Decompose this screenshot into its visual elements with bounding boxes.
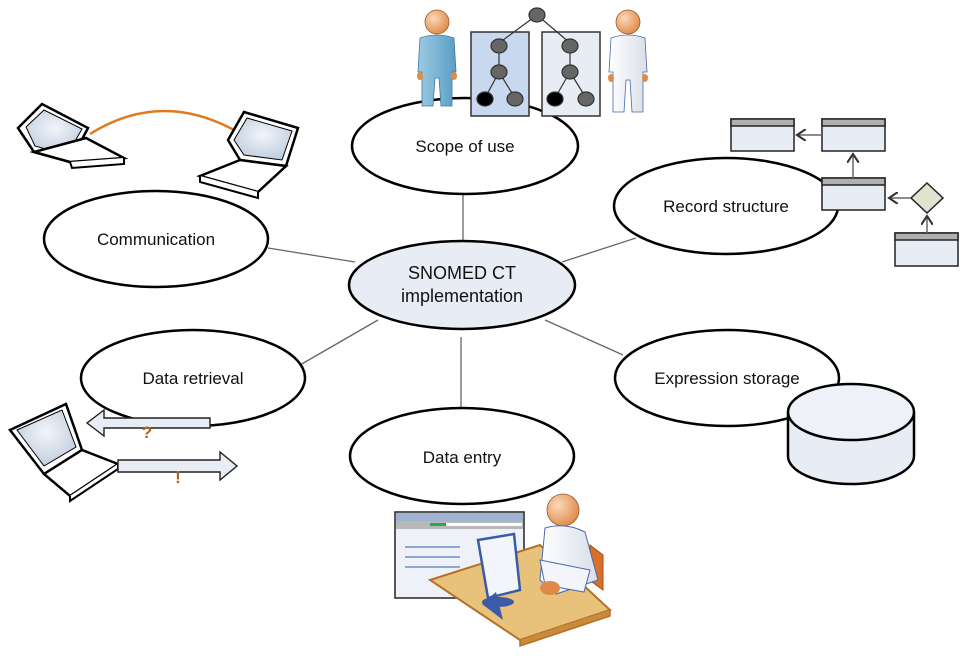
node-entry-label: Data entry — [423, 448, 502, 467]
person-white-icon — [608, 9, 648, 113]
data-entry-illustration — [394, 493, 612, 648]
connector-communication — [267, 247, 356, 263]
node-retrieval[interactable]: Data retrieval — [79, 328, 307, 428]
connector-storage — [544, 319, 624, 356]
laptop-icon — [8, 402, 121, 503]
node-communication[interactable]: Communication — [42, 189, 270, 289]
communication-illustration — [16, 102, 300, 200]
database-icon — [786, 382, 916, 486]
uml-diamond — [909, 181, 945, 215]
node-record[interactable]: Record structure — [612, 156, 840, 256]
center-label-line2: implementation — [401, 286, 523, 306]
uml-class-box — [894, 232, 959, 267]
person-blue-icon — [417, 9, 457, 107]
uml-class-box — [821, 177, 886, 211]
node-scope-label: Scope of use — [415, 137, 514, 156]
node-communication-label: Communication — [97, 230, 215, 249]
connector-record — [561, 237, 637, 263]
node-storage[interactable]: Expression storage — [613, 328, 841, 428]
exclamation-mark: ! — [175, 468, 181, 487]
record-structure-illustration — [730, 118, 959, 267]
center-node[interactable]: SNOMED CT implementation — [347, 239, 577, 331]
question-mark: ? — [142, 423, 152, 442]
node-scope[interactable]: Scope of use — [350, 96, 580, 196]
connectors — [267, 185, 637, 410]
person-seated-icon — [539, 493, 599, 595]
laptop-icon — [16, 102, 129, 170]
orange-link — [89, 109, 235, 136]
uml-class-box — [730, 118, 795, 152]
node-entry[interactable]: Data entry — [348, 406, 576, 506]
retrieval-illustration: ? ! — [8, 402, 239, 503]
response-arrow-icon — [117, 450, 239, 482]
tree-icon — [476, 7, 595, 107]
query-arrow-icon — [85, 408, 211, 438]
monitor-icon — [476, 532, 522, 620]
node-storage-label: Expression storage — [654, 369, 800, 388]
node-retrieval-label: Data retrieval — [142, 369, 243, 388]
uml-class-box — [821, 118, 886, 152]
center-label-line1: SNOMED CT — [408, 263, 516, 283]
laptop-icon — [196, 110, 300, 200]
connector-retrieval — [299, 319, 379, 366]
scope-illustration — [417, 7, 648, 117]
node-record-label: Record structure — [663, 197, 789, 216]
